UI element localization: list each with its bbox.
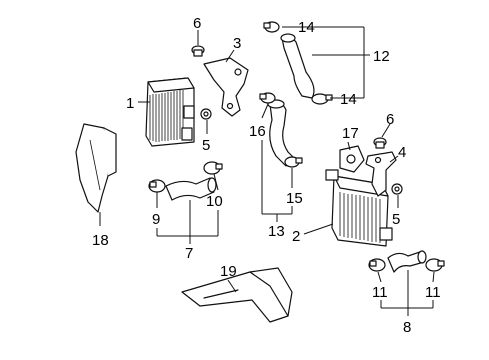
grommet-right: [373, 137, 387, 149]
callout-1: 1: [126, 95, 134, 112]
grommet-left: [191, 45, 205, 57]
callout-4: 4: [398, 144, 406, 161]
leader-lines: [99, 26, 435, 316]
clamp-11-left: [368, 258, 386, 272]
callout-numbers: 1 2 3 4 5 5 6 6 7 8 9 10 11 11 12 13 14 …: [92, 15, 441, 336]
nut-left: [200, 108, 212, 120]
clamp-16: [259, 92, 276, 104]
intercooler-right: [325, 169, 393, 247]
clamp-14-top: [263, 21, 280, 33]
callout-9: 9: [152, 211, 160, 228]
callout-13: 13: [268, 223, 285, 240]
callout-18: 18: [92, 232, 109, 249]
clamp-9: [148, 179, 166, 193]
callout-12: 12: [373, 48, 390, 65]
callout-14b: 14: [340, 91, 357, 108]
callout-2: 2: [292, 228, 300, 245]
callout-16: 16: [249, 123, 266, 140]
callout-6b: 6: [386, 111, 394, 128]
callout-8: 8: [403, 319, 411, 336]
callout-7: 7: [185, 245, 193, 262]
air-duct-left: [75, 123, 117, 213]
callout-5b: 5: [392, 211, 400, 228]
clamp-15: [284, 156, 303, 168]
callout-15: 15: [286, 190, 303, 207]
nut-right: [391, 183, 403, 195]
hose-upper: [280, 33, 315, 99]
callout-6a: 6: [193, 15, 201, 32]
callout-3: 3: [233, 35, 241, 52]
bracket-right: [365, 151, 397, 197]
callout-14a: 14: [298, 19, 315, 36]
intercooler-left: [145, 77, 195, 147]
clamp-11-right: [425, 258, 445, 272]
callout-11a: 11: [372, 284, 388, 301]
callout-10: 10: [206, 193, 223, 210]
air-duct-lower: [181, 267, 293, 323]
callout-5a: 5: [202, 137, 210, 154]
clamp-10: [203, 161, 223, 175]
callout-19: 19: [220, 263, 237, 280]
flange: [339, 145, 365, 173]
bracket-upper: [203, 57, 249, 117]
clamp-14-bottom: [311, 93, 333, 105]
hose-lower-left: [165, 177, 217, 201]
hose-middle: [267, 99, 295, 167]
callout-11b: 11: [425, 284, 441, 301]
callout-17: 17: [342, 125, 359, 142]
hose-lower-right: [387, 250, 427, 273]
